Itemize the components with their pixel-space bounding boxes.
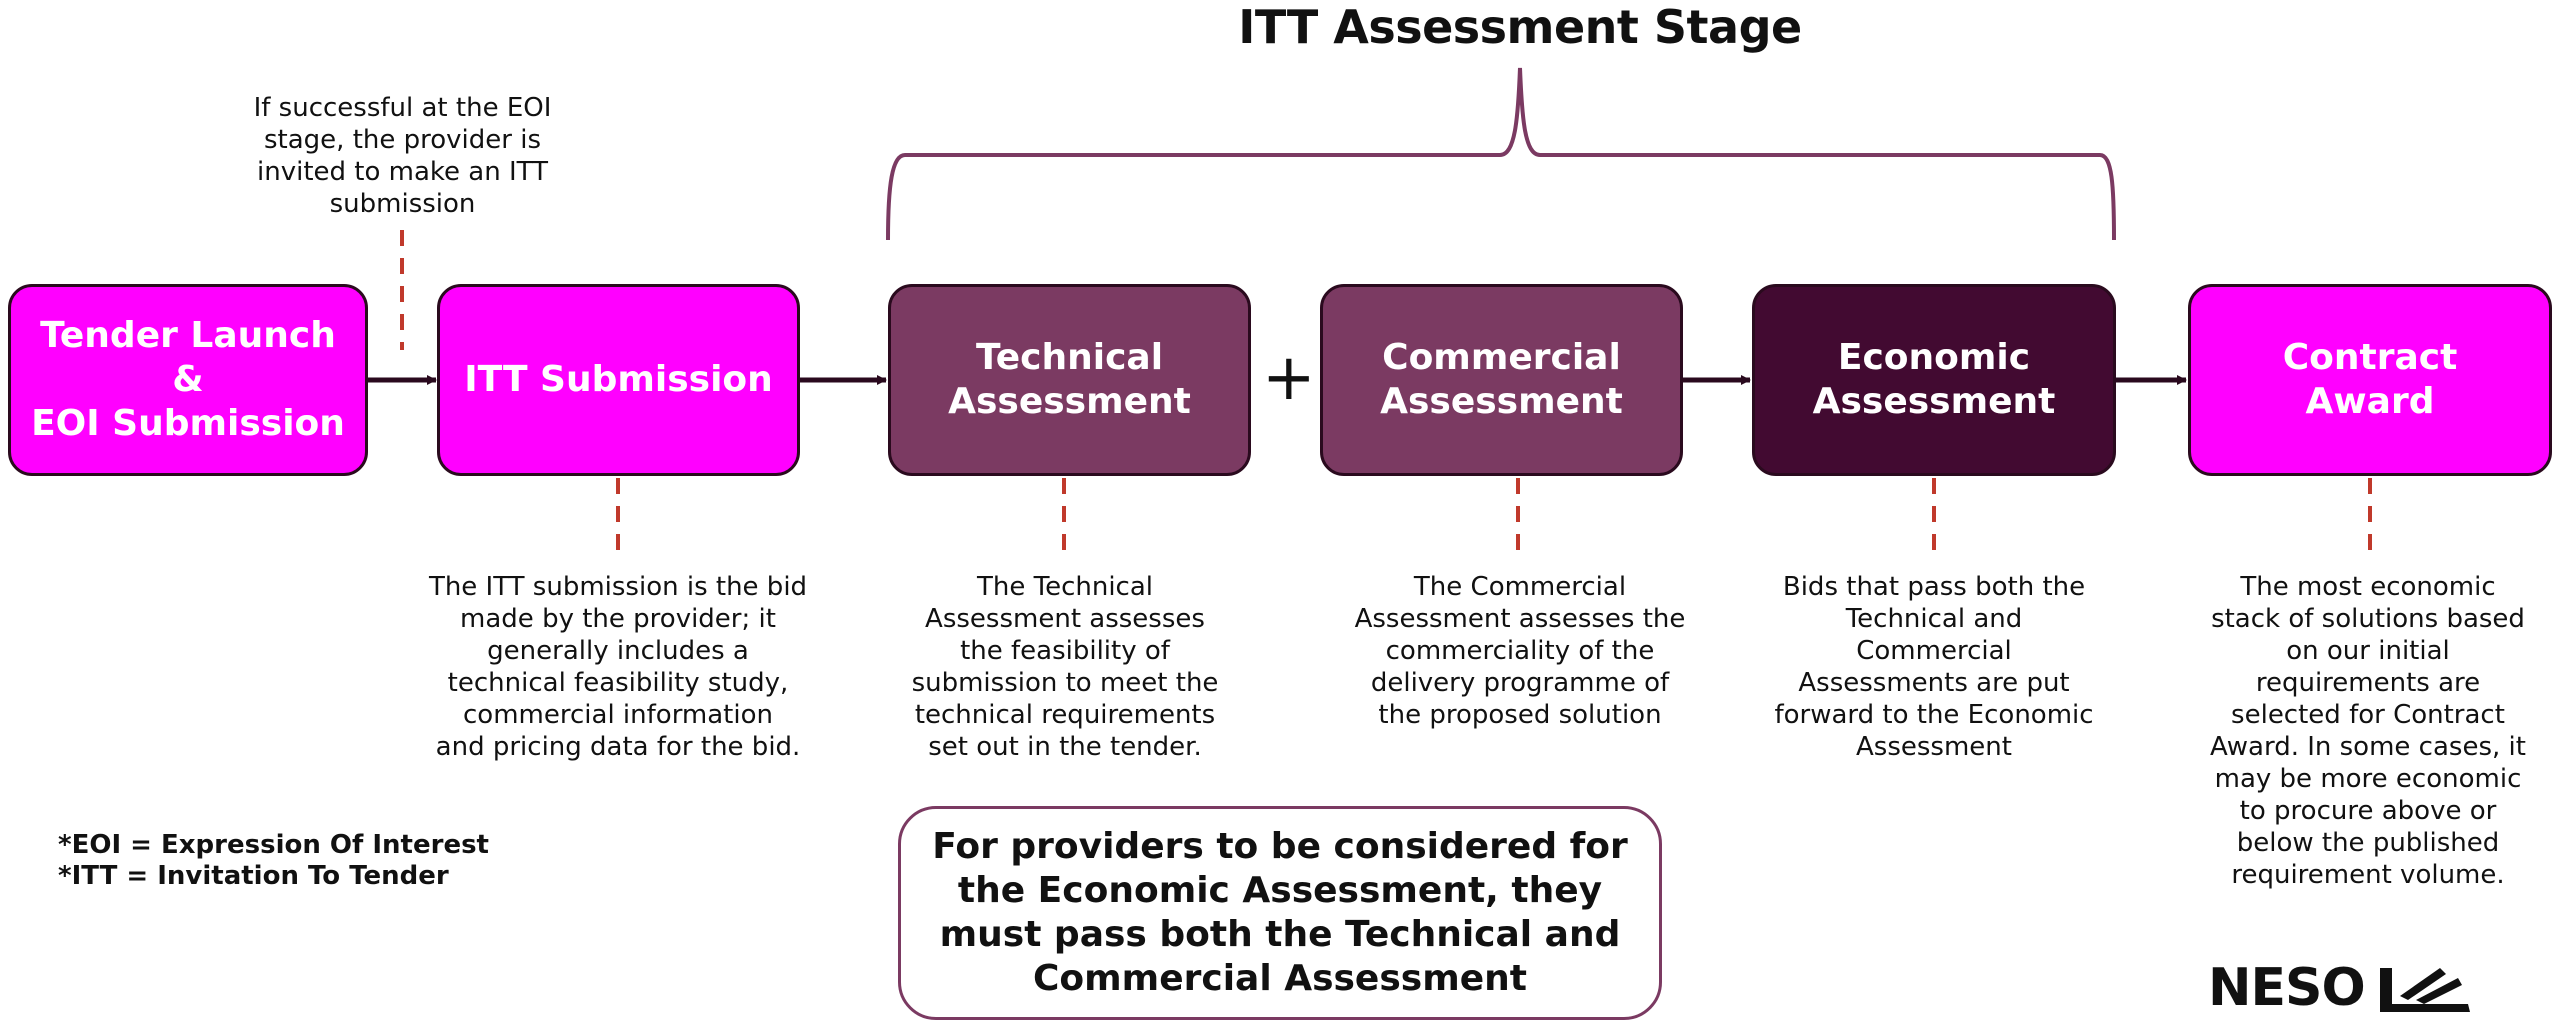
eoi-success-note: If successful at the EOI stage, the prov… bbox=[253, 93, 552, 219]
page-title: ITT Assessment Stage bbox=[1238, 0, 1802, 54]
footnote-eoi: *EOI = Expression Of Interest bbox=[58, 830, 489, 860]
tender-launch-box: Tender Launch & EOI Submission bbox=[8, 284, 368, 476]
plus-sign: + bbox=[1262, 341, 1316, 415]
economic-assessment-description: Bids that pass both the Technical and Co… bbox=[1774, 572, 2094, 762]
requirement-callout: For providers to be considered for the E… bbox=[898, 806, 1662, 1020]
footnote-itt: *ITT = Invitation To Tender bbox=[58, 861, 449, 891]
assessment-stage-bracket bbox=[886, 67, 2116, 241]
itt-submission-box: ITT Submission bbox=[437, 284, 800, 476]
neso-logo: NESO bbox=[2208, 958, 2366, 1018]
commercial-assessment-box: Commercial Assessment bbox=[1320, 284, 1683, 476]
contract-award-description: The most economic stack of solutions bas… bbox=[2210, 572, 2526, 890]
technical-assessment-description: The Technical Assessment assesses the fe… bbox=[911, 572, 1219, 762]
itt-submission-description: The ITT submission is the bid made by th… bbox=[428, 572, 808, 762]
commercial-assessment-description: The Commercial Assessment assesses the c… bbox=[1354, 572, 1686, 730]
economic-assessment-box: Economic Assessment bbox=[1752, 284, 2116, 476]
technical-assessment-box: Technical Assessment bbox=[888, 284, 1251, 476]
neso-logo-text: NESO bbox=[2208, 958, 2366, 1018]
contract-award-box: Contract Award bbox=[2188, 284, 2552, 476]
